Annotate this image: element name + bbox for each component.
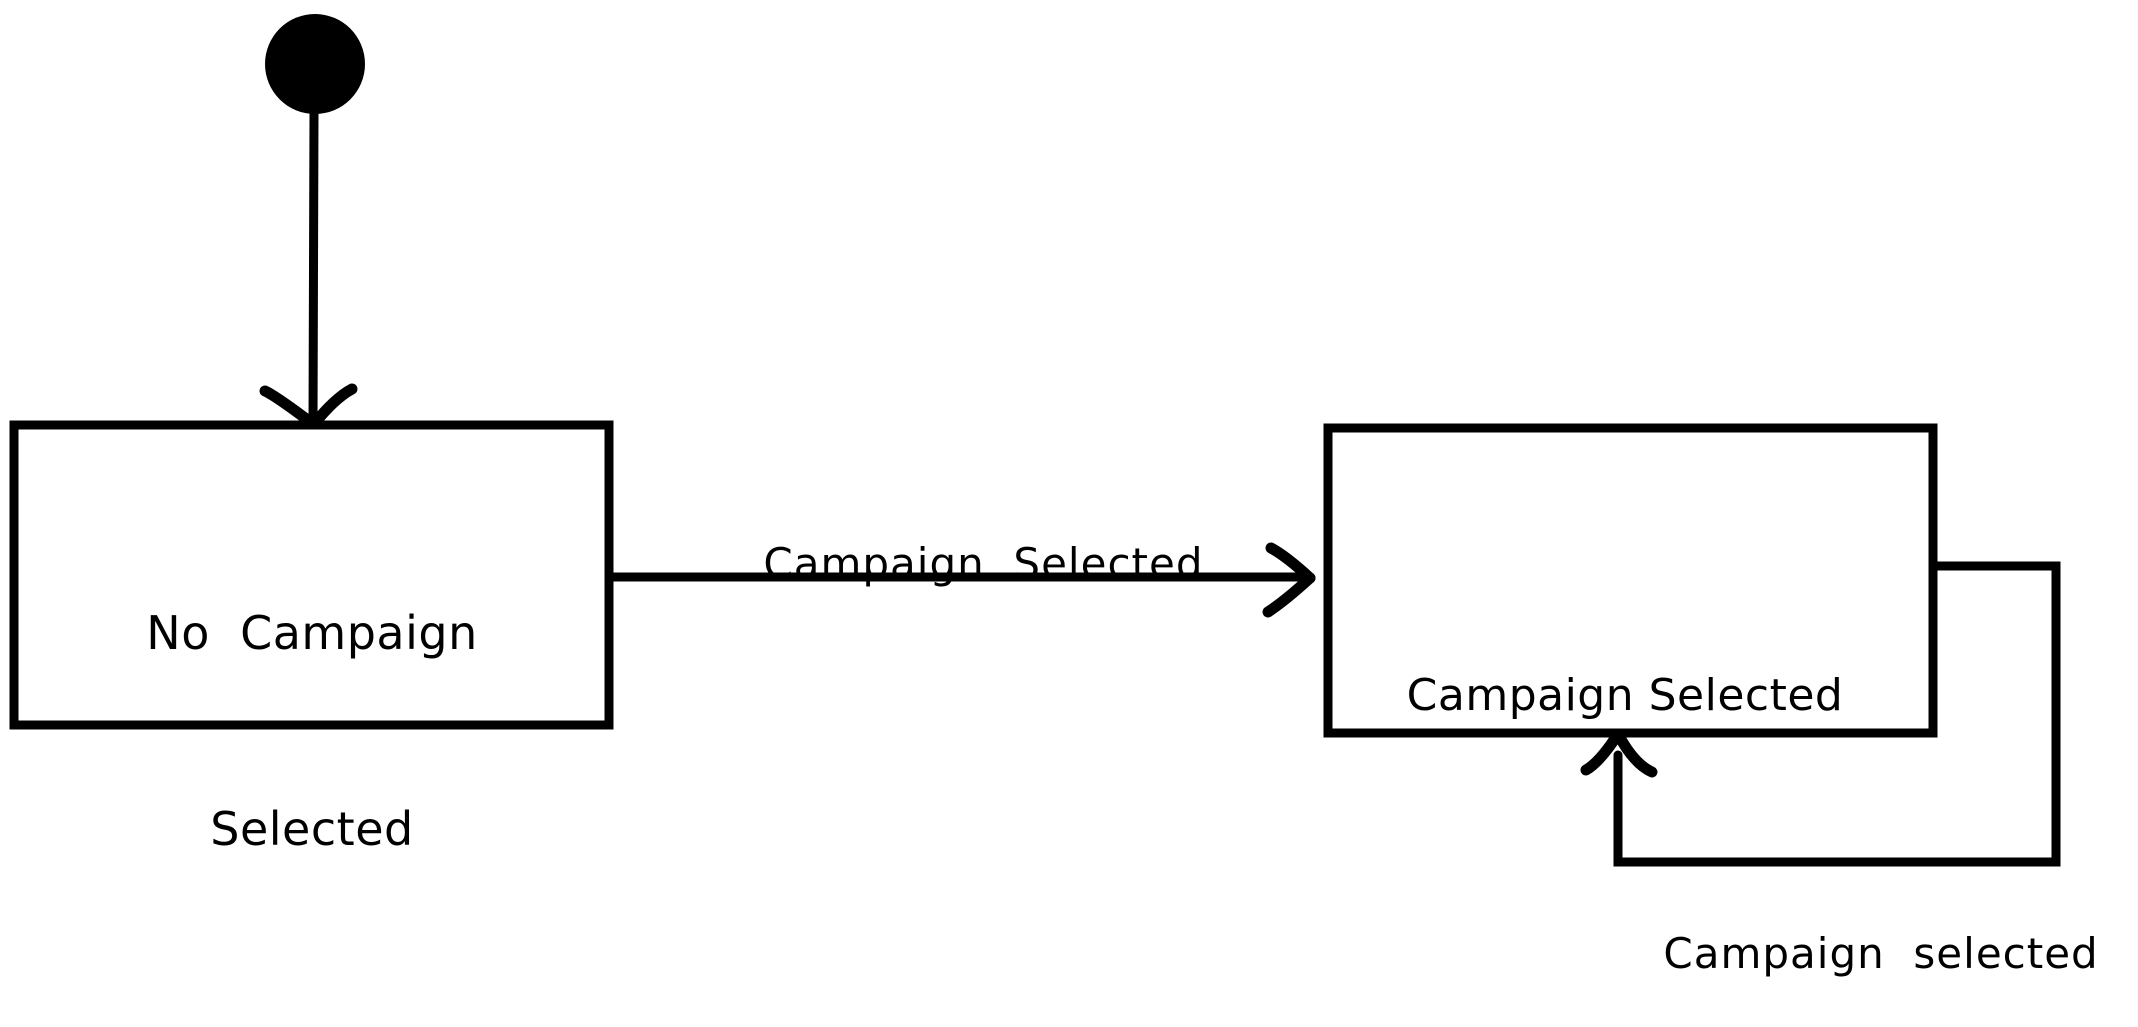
state-label-line-1: Campaign Selected xyxy=(1406,669,1844,721)
state-box-campaign-selected[interactable] xyxy=(1323,423,1938,738)
state-machine-svg xyxy=(9,14,2061,867)
transition-label-text: Campaign Selected xyxy=(757,539,1210,590)
initial-state-circle xyxy=(265,14,365,114)
state-label-no-campaign-selected: No Campaign Selected xyxy=(12,470,612,993)
state-label-line-2: Selected xyxy=(210,801,414,856)
state-label-line-1: No Campaign xyxy=(146,605,478,660)
transition-label-campaign-self-loop: Campaign selected xyxy=(1600,880,2106,1027)
transition-initial-to-state1 xyxy=(259,107,358,430)
transition-label-text: Campaign selected xyxy=(1657,929,2106,980)
diagram-canvas: No Campaign Selected Campaign Selected C… xyxy=(9,14,2106,993)
state-label-campaign-selected: Campaign Selected xyxy=(1325,540,1925,852)
transition-label-no-campaign-to-campaign: Campaign Selected xyxy=(700,490,1210,637)
transition-campaign-self-loop xyxy=(1580,561,2061,867)
state-box-no-campaign-selected[interactable] xyxy=(9,420,614,730)
